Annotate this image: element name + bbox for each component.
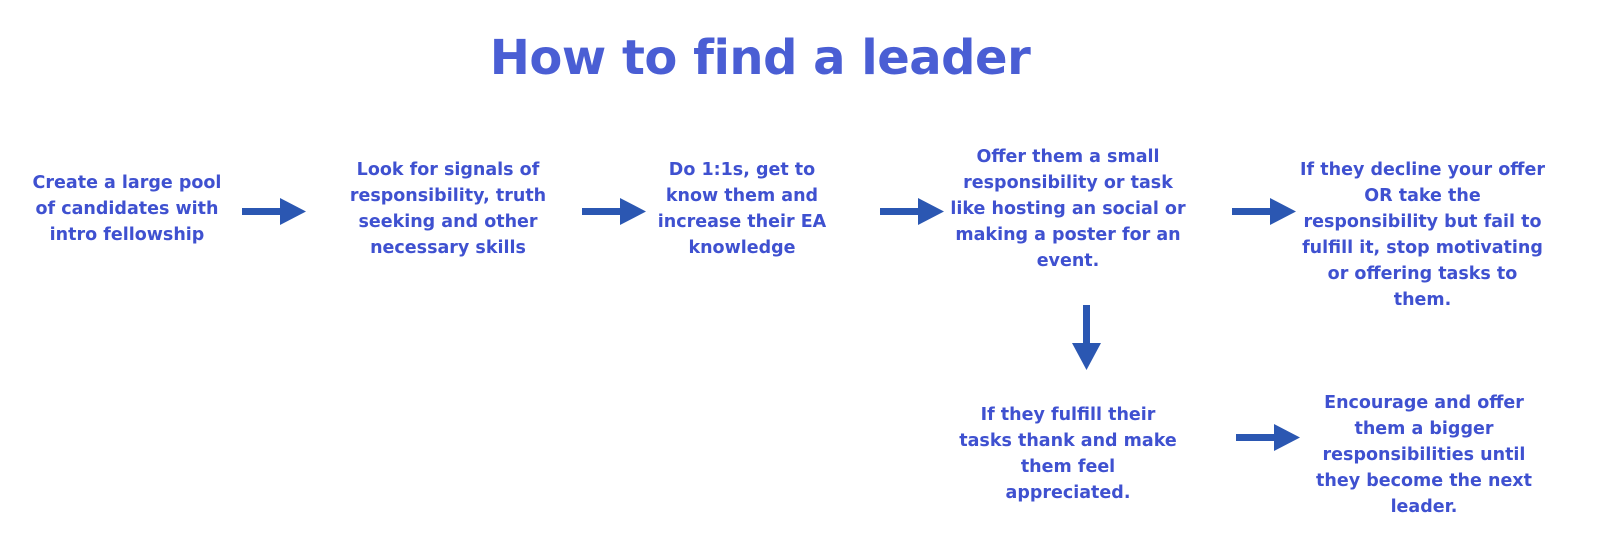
arrow-right-icon [1232,198,1296,225]
step-encourage-next-leader: Encourage and offer them a bigger respon… [1316,393,1532,517]
step-create-pool: Create a large pool of candidates with i… [32,173,222,245]
page-title: How to find a leader [489,30,1031,86]
step-decline-or-fail: If they decline your offer OR take the r… [1300,160,1545,310]
step-one-on-ones: Do 1:1s, get to know them and increase t… [657,160,827,258]
arrow-right-icon [1236,424,1300,451]
arrow-right-icon [242,198,306,225]
arrow-right-icon [880,198,944,225]
step-fulfill-tasks: If they fulfill their tasks thank and ma… [959,405,1177,503]
step-offer-responsibility: Offer them a small responsibility or tas… [950,147,1186,271]
step-look-for-signals: Look for signals of responsibility, trut… [349,160,547,258]
arrow-right-icon [582,198,646,225]
arrow-down-icon [1072,305,1101,370]
